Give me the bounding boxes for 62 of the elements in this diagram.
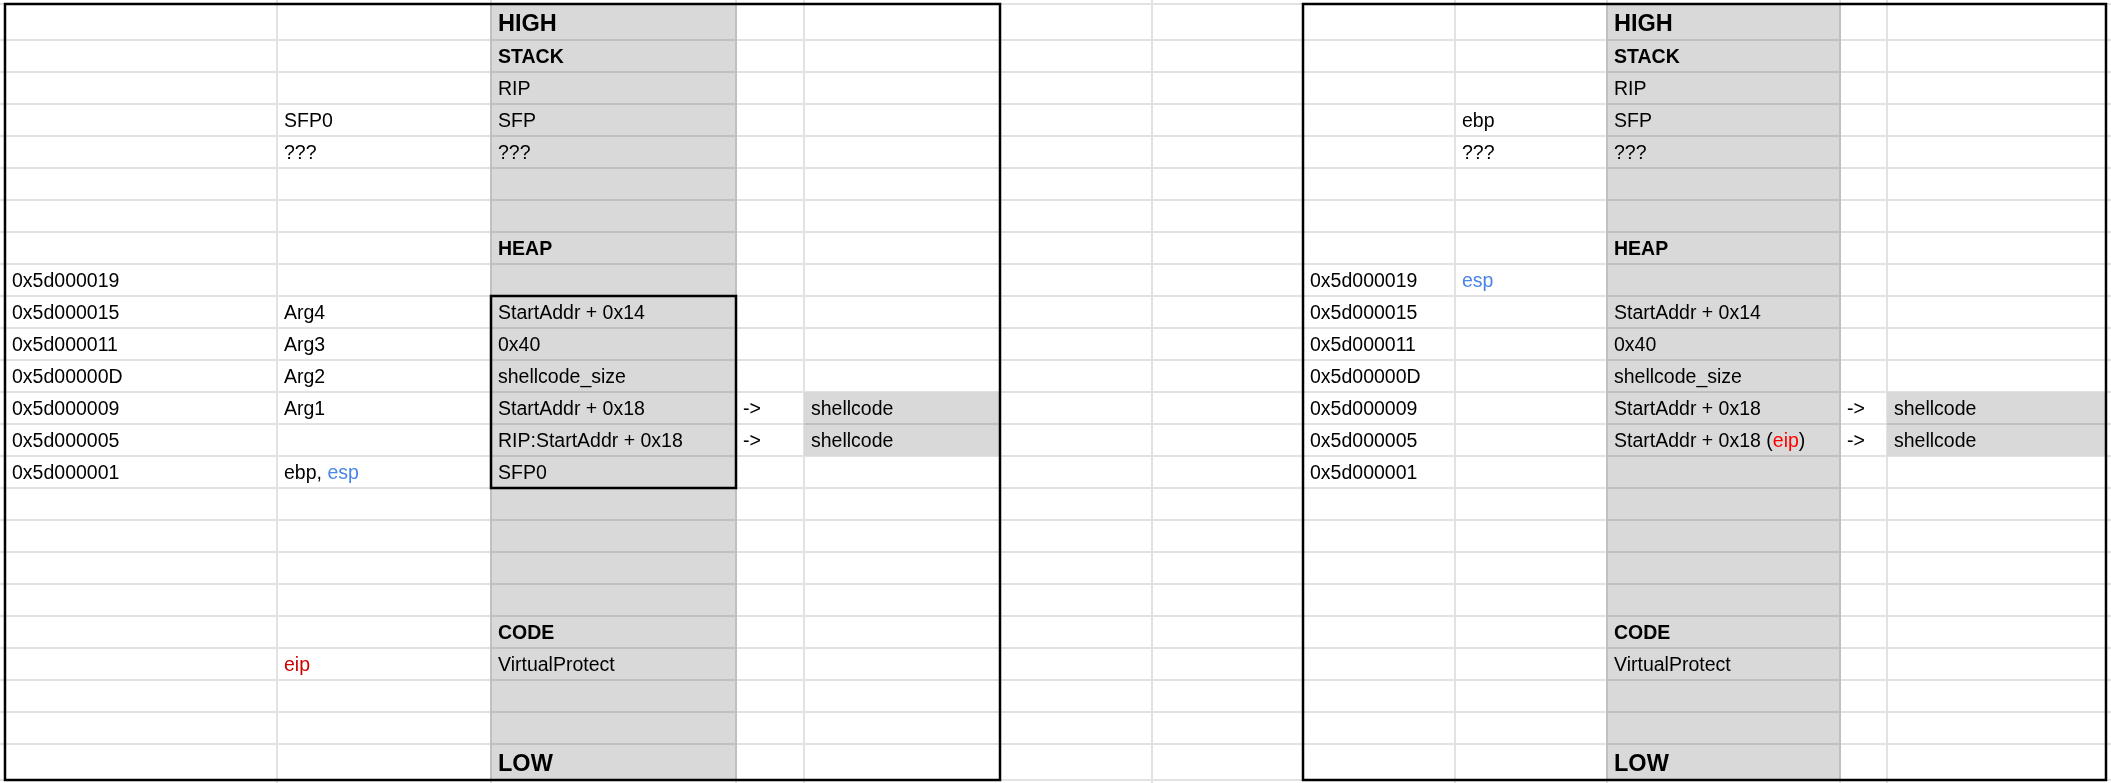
address-label: 0x5d000009 (12, 397, 120, 421)
section-heading: STACK (498, 45, 564, 69)
argument-label: Arg1 (284, 397, 326, 421)
unknown-label: ??? (284, 141, 317, 165)
address-label: 0x5d000001 (12, 461, 120, 485)
bound-label: HIGH (498, 8, 557, 38)
address-label: 0x5d000011 (1310, 333, 1416, 357)
register-label: eip (284, 653, 311, 677)
slot-label: shellcode_size (498, 365, 626, 389)
slot-label: RIP:StartAddr + 0x18 (498, 429, 683, 453)
target-label: shellcode (1894, 397, 1977, 421)
address-label: 0x5d00000D (1310, 365, 1421, 389)
slot-label: ??? (1614, 141, 1647, 165)
slot-label: StartAddr + 0x18 (498, 397, 645, 421)
slot-label: VirtualProtect (1614, 653, 1731, 677)
argument-label: Arg2 (284, 365, 326, 389)
address-label: 0x5d000001 (1310, 461, 1418, 485)
section-heading: CODE (1614, 621, 1671, 645)
bound-label: HIGH (1614, 8, 1673, 38)
address-label: 0x5d000005 (1310, 429, 1418, 453)
argument-label: Arg4 (284, 301, 326, 325)
slot-label: StartAddr + 0x18 (1614, 397, 1761, 421)
slot-label: StartAddr + 0x18 (eip) (1614, 429, 1806, 453)
slot-label: SFP0 (498, 461, 547, 485)
argument-label: Arg3 (284, 333, 326, 357)
slot-label: ??? (498, 141, 531, 165)
address-label: 0x5d000019 (1310, 269, 1418, 293)
register-label: ebp, esp (284, 461, 359, 485)
address-label: 0x5d00000D (12, 365, 123, 389)
target-label: shellcode (811, 397, 894, 421)
bound-label: LOW (1614, 748, 1669, 778)
address-label: 0x5d000005 (12, 429, 120, 453)
address-label: 0x5d000009 (1310, 397, 1418, 421)
bound-label: LOW (498, 748, 553, 778)
slot-label: RIP (1614, 77, 1647, 101)
slot-label: 0x40 (498, 333, 541, 357)
target-label: shellcode (811, 429, 894, 453)
register-label: esp (1462, 269, 1494, 293)
section-heading: HEAP (498, 237, 553, 261)
register-label: SFP0 (284, 109, 333, 133)
section-heading: CODE (498, 621, 555, 645)
arrow-text: -> (1847, 429, 1865, 453)
section-heading: HEAP (1614, 237, 1669, 261)
target-label: shellcode (1894, 429, 1977, 453)
slot-label: shellcode_size (1614, 365, 1742, 389)
unknown-label: ??? (1462, 141, 1495, 165)
slot-label: SFP (1614, 109, 1652, 133)
address-label: 0x5d000015 (1310, 301, 1418, 325)
slot-label: RIP (498, 77, 531, 101)
arrow-text: -> (743, 429, 761, 453)
slot-label: 0x40 (1614, 333, 1657, 357)
address-label: 0x5d000019 (12, 269, 120, 293)
address-label: 0x5d000011 (12, 333, 118, 357)
slot-label: StartAddr + 0x14 (1614, 301, 1761, 325)
address-label: 0x5d000015 (12, 301, 120, 325)
section-heading: STACK (1614, 45, 1680, 69)
arrow-text: -> (743, 397, 761, 421)
register-label: ebp (1462, 109, 1495, 133)
arrow-text: -> (1847, 397, 1865, 421)
slot-label: VirtualProtect (498, 653, 615, 677)
slot-label: SFP (498, 109, 536, 133)
slot-label: StartAddr + 0x14 (498, 301, 645, 325)
